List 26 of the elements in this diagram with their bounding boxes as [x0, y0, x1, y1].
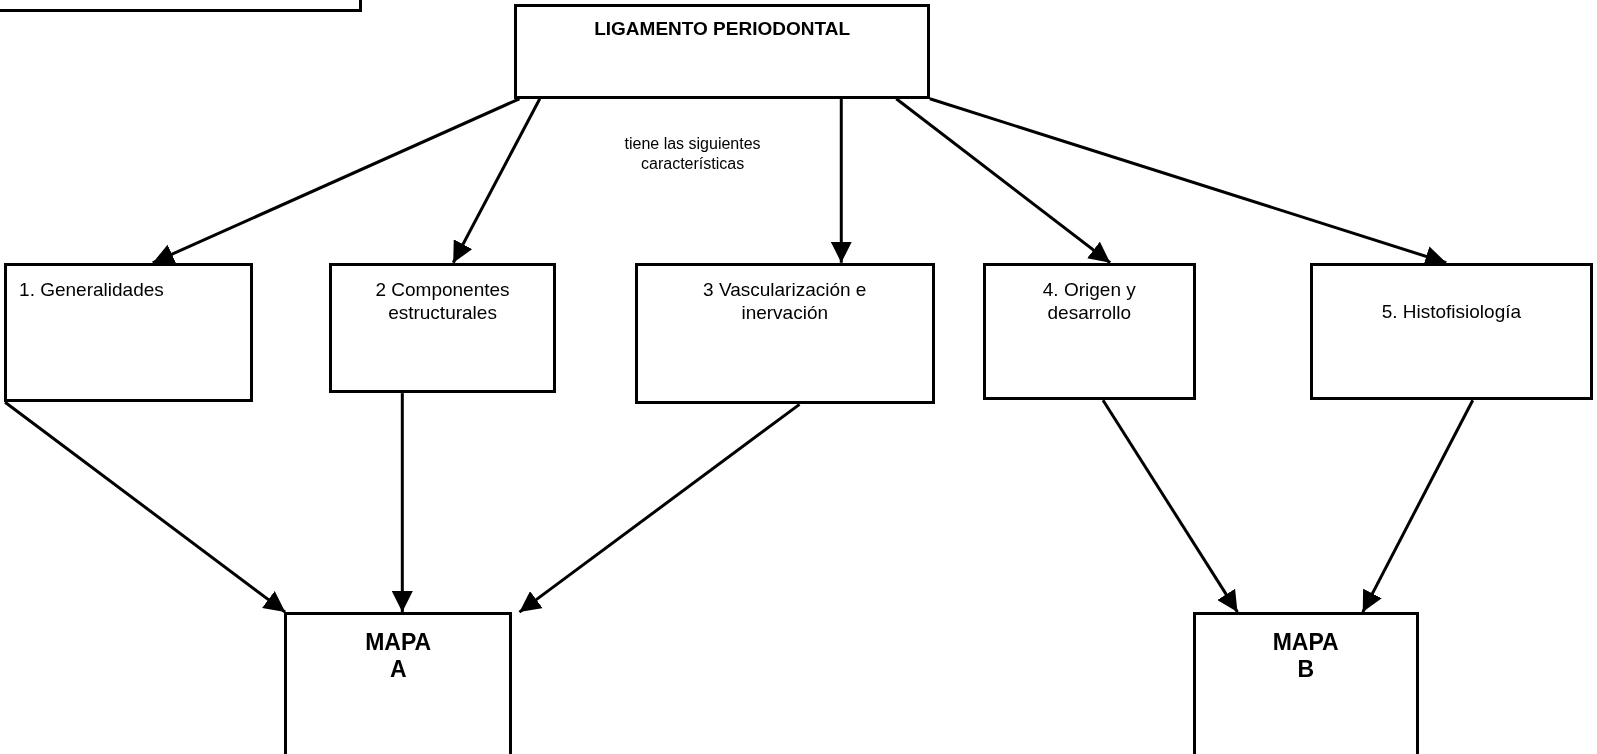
arrow [152, 97, 521, 265]
box-text: 1. Generalidades [19, 277, 165, 301]
arrow [1361, 399, 1475, 613]
box-text: 4. Origen y desarrollo [1041, 277, 1137, 324]
box-text: 2 Componentes estructurales [374, 277, 511, 324]
concept-box [328, 262, 557, 394]
arrow [518, 403, 801, 614]
concept-box [634, 262, 935, 405]
arrow [830, 98, 852, 263]
concept-box [982, 262, 1196, 401]
concept-box [514, 4, 930, 99]
concept-box [4, 262, 253, 403]
connector-note: tiene las siguientes características [623, 134, 762, 175]
arrow [895, 97, 1112, 264]
box-text: MAPA A [364, 629, 433, 684]
concept-box [1309, 262, 1593, 401]
arrow [391, 393, 413, 613]
box-text: 5. Histofisiología [1380, 299, 1523, 323]
arrow [451, 98, 542, 264]
box-text: 3 Vascularización e inervación [702, 277, 868, 324]
box-text: LIGAMENTO PERIODONTAL [593, 17, 851, 41]
concept-box [284, 612, 513, 754]
arrow [4, 401, 287, 614]
arrow [1101, 399, 1239, 613]
box-text: MAPA B [1271, 629, 1340, 684]
concept-box [1192, 612, 1419, 754]
